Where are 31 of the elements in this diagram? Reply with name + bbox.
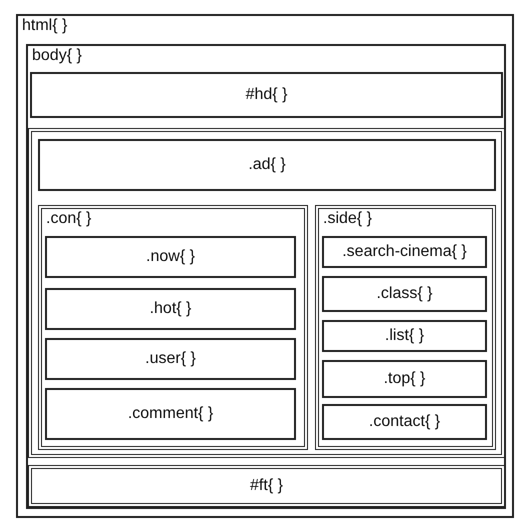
selector-box bbox=[45, 388, 296, 440]
selector-label: .now{ } bbox=[145, 247, 196, 267]
selector-box bbox=[30, 72, 503, 118]
selector-box bbox=[45, 288, 296, 330]
selector-label: .user{ } bbox=[144, 349, 197, 369]
selector-label: .ad{ } bbox=[247, 155, 287, 175]
selector-label: .comment{ } bbox=[126, 404, 214, 424]
selector-box bbox=[45, 338, 296, 380]
selector-label: .class{ } bbox=[375, 284, 434, 304]
selector-label: .con{ } bbox=[46, 209, 92, 229]
selector-label: #hd{ } bbox=[244, 85, 288, 105]
selector-box bbox=[38, 205, 308, 450]
selector-label: html{ } bbox=[22, 16, 68, 36]
selector-box bbox=[38, 139, 496, 191]
selector-box bbox=[315, 205, 496, 450]
selector-label: .search-cinema{ } bbox=[341, 242, 468, 262]
selector-box bbox=[28, 465, 505, 507]
selector-box bbox=[322, 236, 487, 268]
selector-label: #ft{ } bbox=[249, 476, 284, 496]
selector-box bbox=[322, 320, 487, 352]
selector-label: .top{ } bbox=[382, 369, 426, 389]
container-box bbox=[28, 128, 505, 458]
selector-label: .side{ } bbox=[323, 209, 372, 229]
selector-box bbox=[45, 236, 296, 278]
selector-box bbox=[322, 404, 487, 440]
selector-label: body{ } bbox=[32, 46, 82, 66]
selector-label: .list{ } bbox=[384, 326, 426, 346]
selector-label: .contact{ } bbox=[368, 412, 442, 432]
selector-box bbox=[322, 276, 487, 312]
selector-label: .hot{ } bbox=[148, 299, 192, 319]
selector-box bbox=[322, 360, 487, 398]
